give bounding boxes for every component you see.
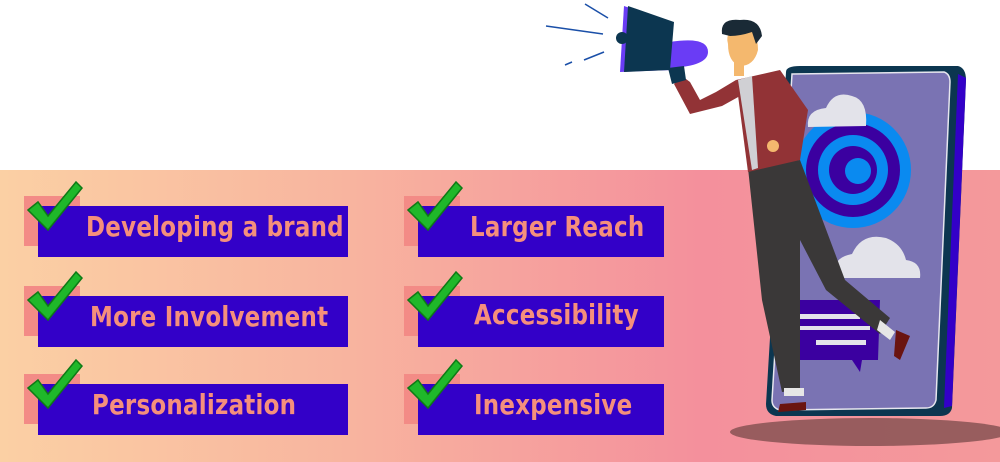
- checkmark-icon: [26, 358, 84, 410]
- benefit-item: Inexpensive: [404, 358, 734, 436]
- benefit-label: Inexpensive: [474, 388, 633, 421]
- checkmark-icon: [406, 358, 464, 410]
- benefit-item: Personalization: [24, 358, 354, 436]
- benefit-label: Personalization: [92, 388, 297, 421]
- chat-bubble-icon: [794, 300, 880, 372]
- benefit-label: Larger Reach: [470, 210, 645, 243]
- megaphone-icon: [616, 6, 708, 84]
- benefit-label: Accessibility: [474, 298, 639, 331]
- benefit-item: Accessibility: [404, 270, 734, 348]
- benefit-box: [38, 206, 348, 257]
- checkmark-icon: [406, 180, 464, 232]
- person-illustration: [674, 19, 910, 412]
- sound-lines: [545, 3, 609, 66]
- checkmark-icon: [26, 180, 84, 232]
- benefit-item: More Involvement: [24, 270, 354, 348]
- benefit-item: Larger Reach: [404, 180, 734, 258]
- benefit-box: [38, 384, 348, 435]
- shadow: [730, 418, 1000, 446]
- checkmark-icon: [26, 270, 84, 322]
- benefit-label: More Involvement: [90, 300, 329, 333]
- benefit-item: Developing a brand: [24, 180, 354, 258]
- benefit-box: [418, 384, 664, 435]
- cloud-icon: [807, 94, 867, 127]
- benefit-box: [38, 296, 348, 347]
- cloud-icon: [834, 236, 921, 278]
- target-icon: [795, 112, 911, 228]
- benefit-box: [418, 296, 664, 347]
- benefit-box: [418, 206, 664, 257]
- checkmark-icon: [406, 270, 464, 322]
- benefit-label: Developing a brand: [86, 210, 344, 243]
